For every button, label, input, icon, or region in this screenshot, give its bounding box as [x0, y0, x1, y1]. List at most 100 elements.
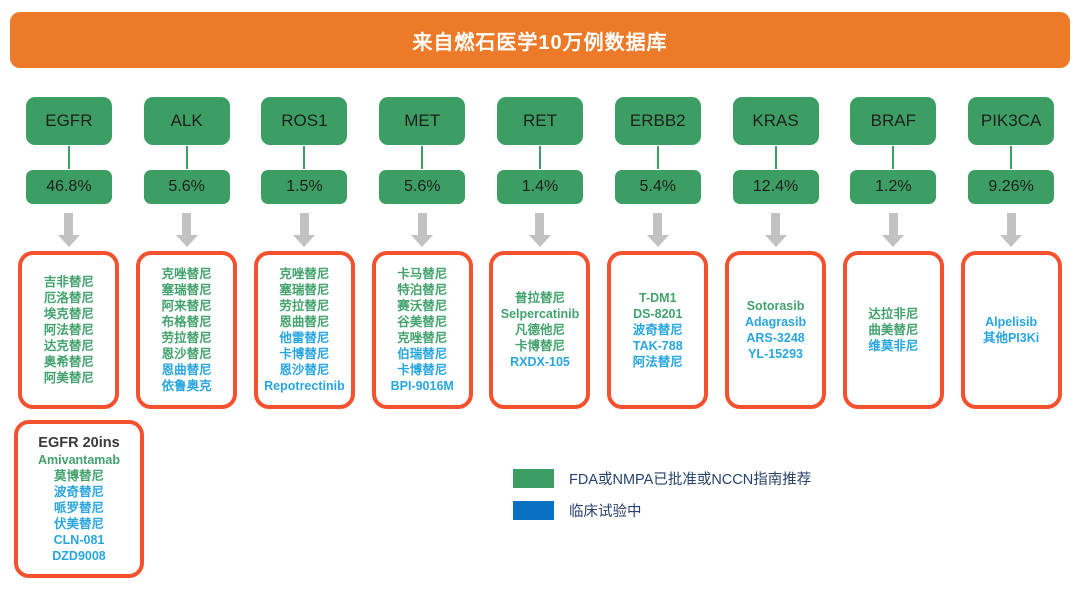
drug-item: T-DM1 — [639, 291, 677, 305]
drug-item: 达拉非尼 — [868, 307, 919, 321]
legend: FDA或NMPA已批准或NCCN指南推荐 临床试验中 — [513, 468, 811, 521]
drug-item: 莫博替尼 — [53, 469, 104, 484]
drug-item: 普拉替尼 — [514, 291, 565, 305]
down-arrow-icon — [764, 213, 787, 247]
connector-line — [656, 146, 659, 169]
drug-item: Repotrectinib — [264, 379, 345, 393]
arrow-stem — [888, 213, 898, 235]
arrow-head — [764, 235, 787, 247]
arrow-head — [293, 235, 316, 247]
drug-list-box: 克唑替尼塞瑞替尼阿来替尼布格替尼劳拉替尼恩沙替尼恩曲替尼依鲁奥克 — [136, 251, 238, 409]
drug-item: YL-15293 — [748, 347, 803, 361]
drug-item: 克唑替尼 — [279, 267, 330, 281]
frequency-box: 46.8% — [25, 170, 112, 204]
arrow-stem — [771, 213, 781, 235]
frequency-box: 1.5% — [261, 170, 348, 204]
drug-item: 谷美替尼 — [397, 315, 448, 329]
gene-name-box: EGFR — [25, 97, 112, 145]
arrow-head — [57, 235, 80, 247]
drug-item: Alpelisib — [985, 315, 1038, 329]
frequency-box: 5.6% — [143, 170, 230, 204]
legend-row-trial: 临床试验中 — [513, 500, 811, 521]
drug-item: 塞瑞替尼 — [279, 283, 330, 297]
drug-item: 阿法替尼 — [43, 323, 94, 337]
connector-line — [185, 146, 188, 169]
drug-item: Adagrasib — [744, 315, 807, 329]
drug-item: 卡马替尼 — [397, 267, 448, 281]
drug-item: Sotorasib — [746, 299, 805, 313]
arrow-head — [175, 235, 198, 247]
drug-item: 凡德他尼 — [514, 323, 565, 337]
drug-item: 克唑替尼 — [161, 267, 212, 281]
frequency-box: 12.4% — [732, 170, 819, 204]
arrow-head — [882, 235, 905, 247]
down-arrow-icon — [1000, 213, 1023, 247]
drug-item: 卡博替尼 — [279, 347, 330, 361]
drug-item: 吉非替尼 — [43, 275, 94, 289]
drug-item: 哌罗替尼 — [53, 501, 104, 516]
drug-item: TAK-788 — [632, 339, 683, 353]
drug-item: 赛沃替尼 — [397, 299, 448, 313]
trial-color-swatch — [513, 501, 554, 520]
arrow-head — [528, 235, 551, 247]
drug-item: 塞瑞替尼 — [161, 283, 212, 297]
drug-list-box: 达拉非尼曲美替尼维莫非尼 — [842, 251, 944, 409]
drug-item: 波奇替尼 — [632, 323, 683, 337]
down-arrow-icon — [411, 213, 434, 247]
gene-name-box: RET — [496, 97, 583, 145]
drug-item: ARS-3248 — [746, 331, 805, 345]
drug-item: 波奇替尼 — [53, 485, 104, 500]
arrow-head — [411, 235, 434, 247]
drug-item: DS-8201 — [633, 307, 683, 321]
arrow-stem — [299, 213, 309, 235]
drug-item: 依鲁奥克 — [161, 379, 212, 393]
drug-item: 伯瑞替尼 — [397, 347, 448, 361]
drug-item: 卡博替尼 — [514, 339, 565, 353]
down-arrow-icon — [175, 213, 198, 247]
gene-column-RET: RET 1.4% 普拉替尼 Selpercatinib 凡德他尼卡博替尼 RXDX-105 — [481, 97, 599, 409]
gene-name-box: KRAS — [732, 97, 819, 145]
egfr-20ins-title: EGFR 20ins — [38, 434, 120, 451]
drug-item: 劳拉替尼 — [279, 299, 330, 313]
arrow-stem — [64, 213, 74, 235]
drug-item: 厄洛替尼 — [43, 291, 94, 305]
connector-line — [421, 146, 424, 169]
frequency-box: 1.2% — [850, 170, 937, 204]
title-banner: 来自燃石医学10万例数据库 — [10, 12, 1070, 68]
drug-item: Selpercatinib — [500, 307, 580, 321]
frequency-box: 9.26% — [968, 170, 1055, 204]
drug-item: 阿来替尼 — [161, 299, 212, 313]
drug-item: 克唑替尼 — [397, 331, 448, 345]
drug-item: 恩沙替尼 — [279, 363, 330, 377]
drug-item: 伏美替尼 — [53, 517, 104, 532]
connector-line — [892, 146, 895, 169]
drug-list-box: 吉非替尼厄洛替尼埃克替尼阿法替尼达克替尼奥希替尼阿美替尼 — [18, 251, 120, 409]
drug-item: 布格替尼 — [161, 315, 212, 329]
frequency-box: 1.4% — [496, 170, 583, 204]
arrow-stem — [653, 213, 663, 235]
drug-item: CLN-081 — [53, 533, 105, 548]
drug-item: 阿法替尼 — [632, 355, 683, 369]
arrow-head — [1000, 235, 1023, 247]
legend-label-trial: 临床试验中 — [569, 504, 642, 520]
drug-list-box: 普拉替尼 Selpercatinib 凡德他尼卡博替尼 RXDX-105 — [489, 251, 591, 409]
drug-item: 奥希替尼 — [43, 355, 94, 369]
drug-item: 恩曲替尼 — [161, 363, 212, 377]
connector-line — [67, 146, 70, 169]
arrow-stem — [1006, 213, 1016, 235]
drug-item: 卡博替尼 — [397, 363, 448, 377]
arrow-stem — [535, 213, 545, 235]
drug-item: 曲美替尼 — [868, 323, 919, 337]
drug-item: RXDX-105 — [510, 355, 570, 369]
frequency-box: 5.6% — [379, 170, 466, 204]
